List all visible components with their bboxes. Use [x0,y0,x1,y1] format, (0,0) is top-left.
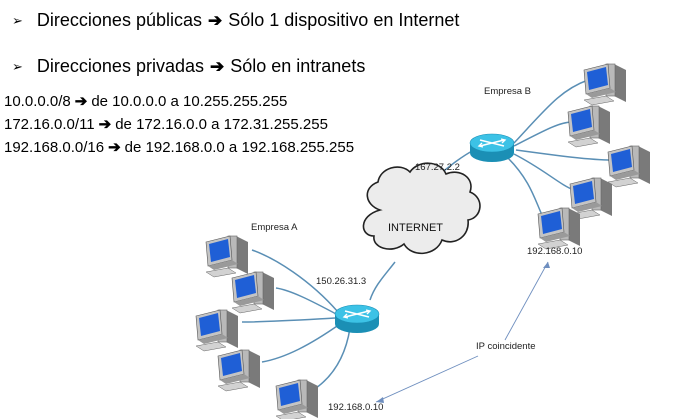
links-company-b [419,79,613,216]
internet-label: INTERNET [388,222,443,234]
bullet-public: ➢ Direcciones públicas ➔ Sólo 1 disposit… [12,10,459,31]
computer-icon [195,309,239,352]
computer-icon [607,145,651,188]
computer-icon [567,105,611,148]
right-arrow-icon: ➔ [108,139,121,156]
computer-icon [217,349,261,392]
company-b-host-ip: 192.168.0.10 [527,246,582,257]
right-arrow-icon: ➔ [98,116,112,133]
right-arrow-icon: ➔ [207,10,223,30]
range-cidr: 192.168.0.0/16 [4,139,105,156]
conflict-label: IP coincidente [476,341,536,352]
router-company-b-icon [469,133,515,163]
bullet-public-right: Sólo 1 dispositivo en Internet [228,10,460,30]
computer-icon [205,235,249,278]
range-text: de 192.168.0.0 a 192.168.255.255 [124,139,355,156]
right-arrow-icon: ➔ [74,93,88,110]
company-a-public-ip: 150.26.31.3 [316,276,366,287]
range-line-172: 172.16.0.0/11➔de 172.16.0.0 a 172.31.255… [4,115,328,133]
computer-icon [537,207,581,250]
range-text: de 172.16.0.0 a 172.31.255.255 [115,116,328,133]
computer-icon [231,271,275,314]
bullet-private: ➢ Direcciones privadas ➔ Sólo en intrane… [12,56,365,77]
bullet-marker-icon: ➢ [12,12,23,28]
router-company-a-icon [334,304,380,334]
company-b-label: Empresa B [484,86,531,97]
bullet-private-right: Sólo en intranets [230,56,366,76]
range-line-192: 192.168.0.0/16➔de 192.168.0.0 a 192.168.… [4,138,354,156]
range-text: de 10.0.0.0 a 10.255.255.255 [91,93,288,110]
company-a-host-ip: 192.168.0.10 [328,402,383,413]
company-b-public-ip: 167.27.2.2 [415,162,460,173]
bullet-public-left: Direcciones públicas [36,10,202,30]
company-a-label: Empresa A [251,222,298,233]
computer-icon [275,379,319,419]
conflict-arrows [375,261,550,403]
range-cidr: 172.16.0.0/11 [4,116,95,133]
range-line-10: 10.0.0.0/8➔de 10.0.0.0 a 10.255.255.255 [4,92,287,110]
bullet-private-left: Direcciones privadas [36,56,204,76]
bullet-marker-icon: ➢ [12,58,23,74]
range-cidr: 10.0.0.0/8 [4,93,71,110]
internet-cloud: INTERNET [362,162,481,255]
computer-icon [583,63,627,106]
right-arrow-icon: ➔ [209,56,225,76]
